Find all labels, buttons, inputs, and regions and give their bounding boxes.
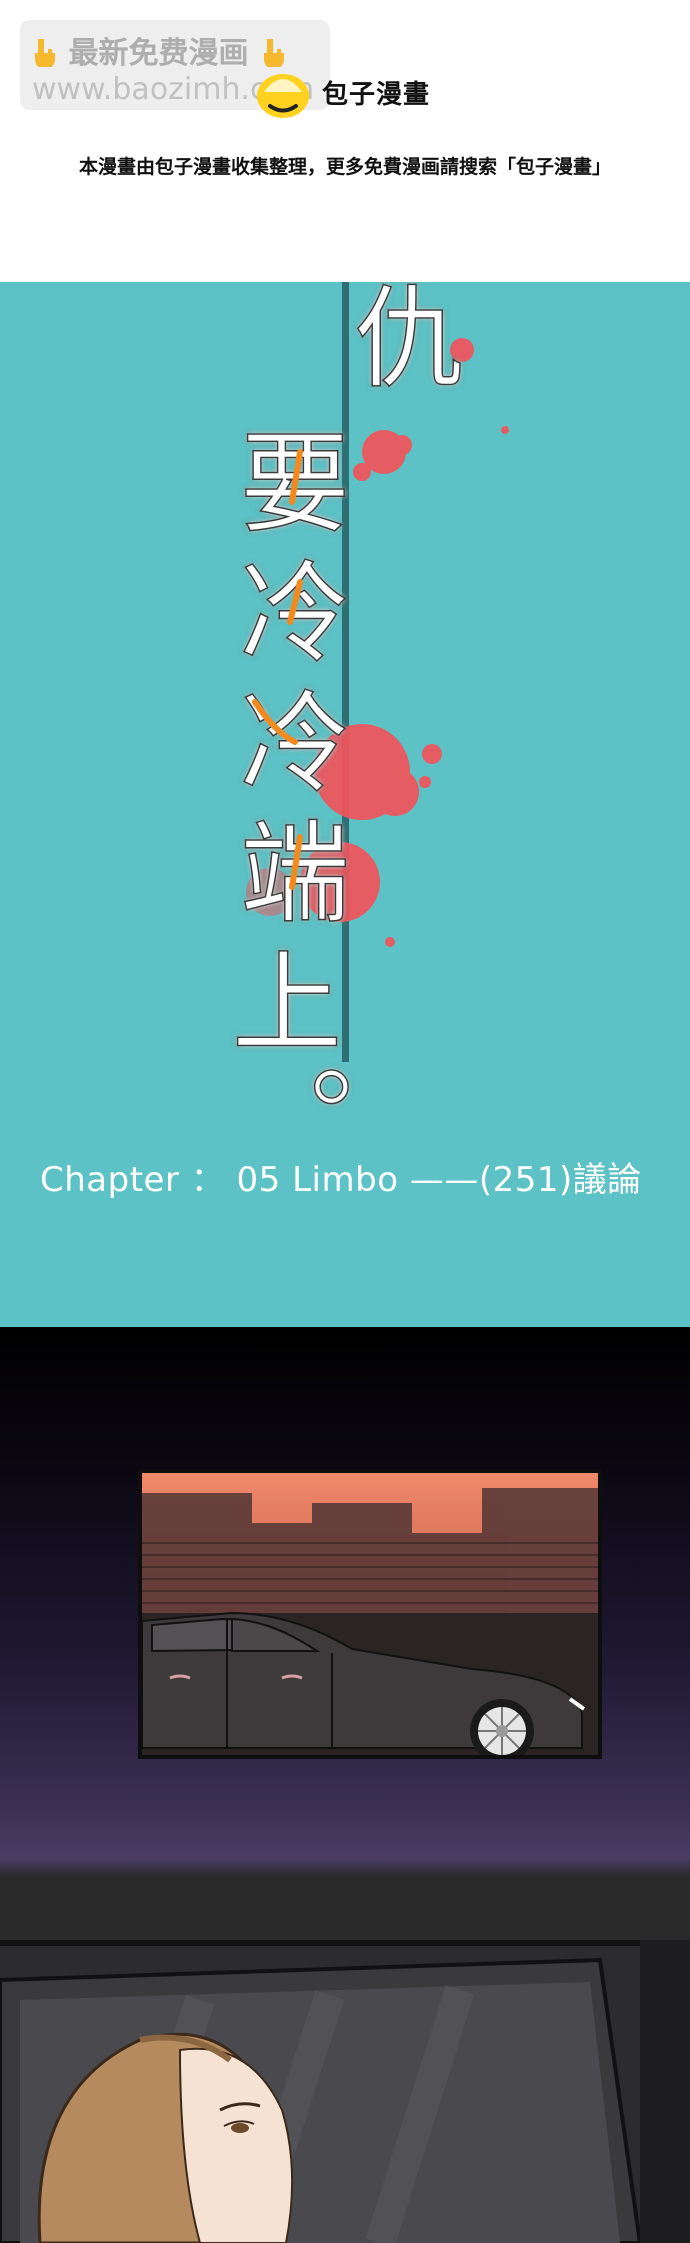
title-art: 仇 要 冷 冷 端 上 。 — [231, 282, 509, 1124]
title-char-7: 。 — [310, 995, 420, 1123]
title-char-6: 上 — [232, 940, 342, 1068]
notice-text: 本漫畫由包子漫畫收集整理，更多免費漫画請搜索「包子漫畫」 — [78, 156, 611, 178]
pointing-down-hand-icon — [263, 39, 284, 67]
title-char-1: 仇 — [354, 282, 464, 403]
title-char-3: 冷 — [240, 550, 350, 678]
car-scene-art — [142, 1473, 598, 1755]
blood-splatter — [246, 338, 509, 947]
orange-accents — [252, 449, 303, 890]
page-header: 最新免费漫画 www.baozimh.com 包子漫畫 本漫畫由包子漫畫收集整理… — [0, 0, 690, 282]
car-interior-woman-illustration — [0, 1940, 690, 2243]
brand-name[interactable]: 包子漫畫 — [322, 80, 431, 110]
baozi-bun-logo-icon — [257, 74, 309, 118]
watermark-text: 最新免费漫画 — [68, 36, 249, 71]
watermark-line1: 最新免费漫画 — [30, 28, 287, 72]
title-panel: 仇 要 冷 冷 端 上 。 Chapter ： 05 Limbo ——(251)… — [0, 282, 690, 1327]
divider-line — [342, 282, 349, 1062]
car-scene-illustration — [138, 1469, 602, 1759]
chapter-title: Chapter ： 05 Limbo ——(251)議論 — [40, 1160, 642, 1200]
pointing-down-hand-icon — [35, 39, 55, 67]
night-panel — [0, 1327, 690, 2243]
city-silhouette — [142, 1488, 598, 1613]
